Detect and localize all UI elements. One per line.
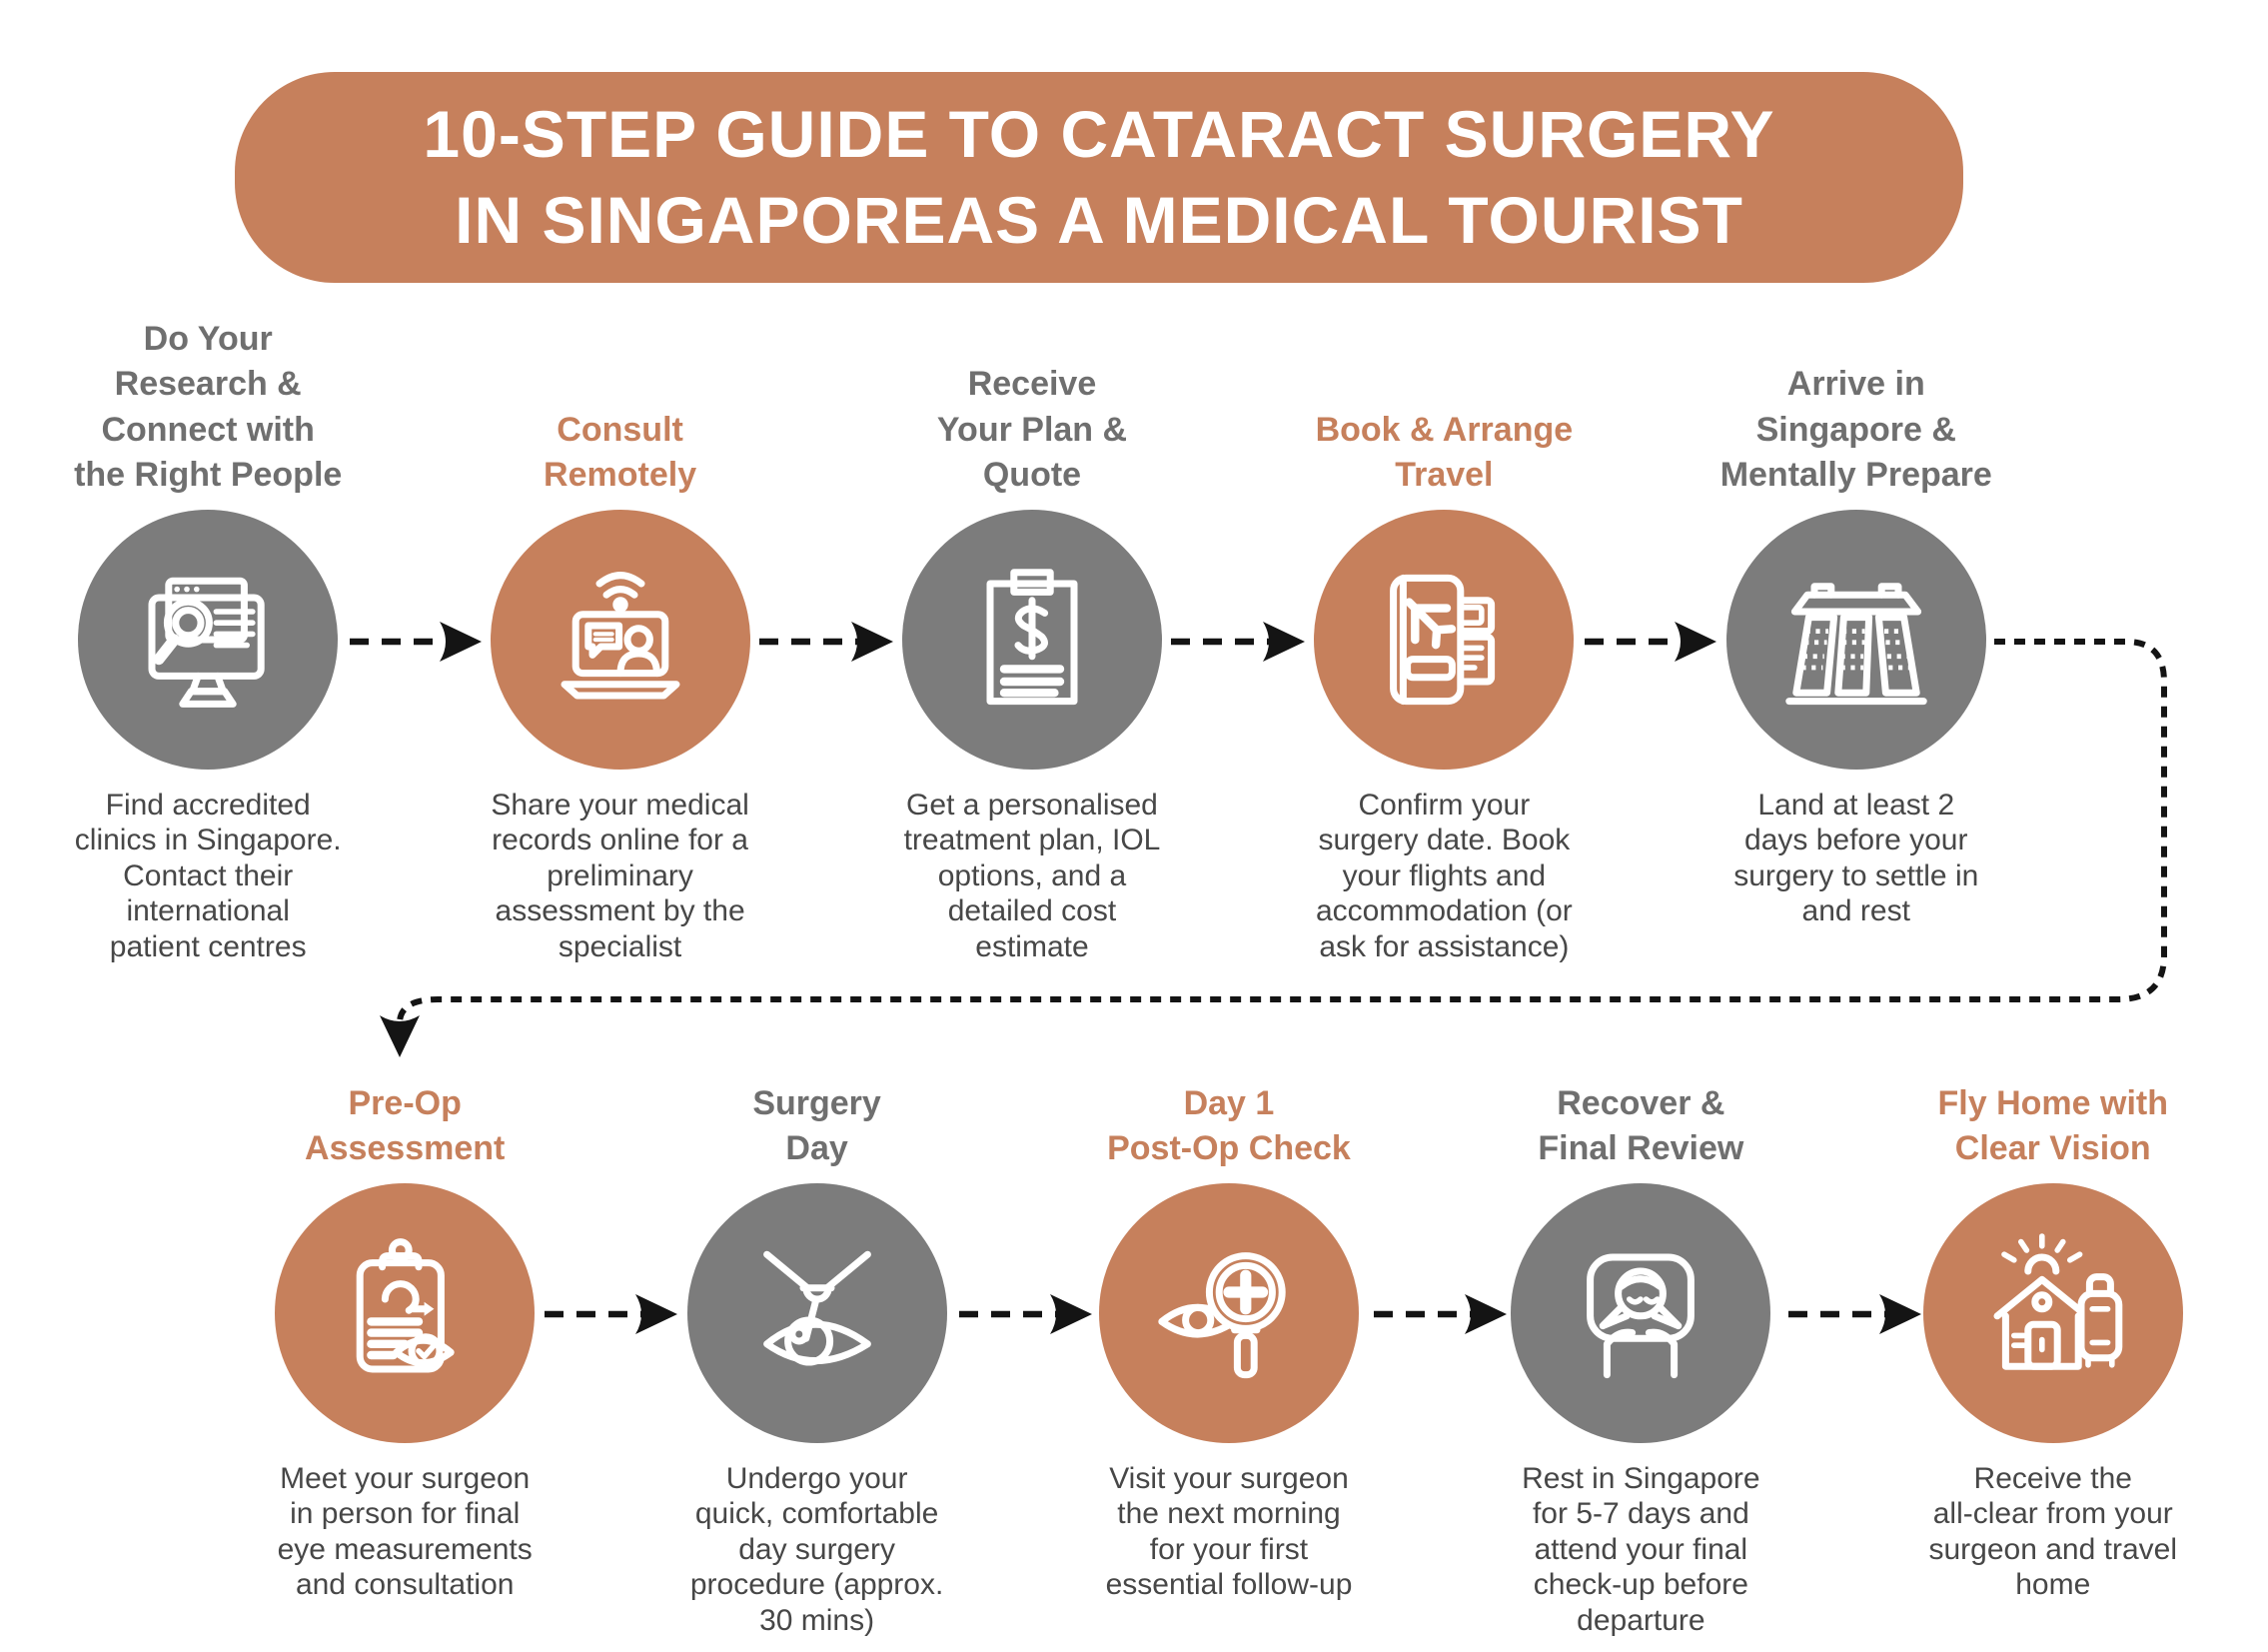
step-3-description: Get a personalised treatment plan, IOL o… xyxy=(903,789,1161,963)
title-banner: 10-STEP GUIDE TO CATARACT SURGERY IN SIN… xyxy=(235,72,1963,283)
step-3-plan-quote: Receive Your Plan & Quote Get a personal… xyxy=(826,300,1238,964)
step-10-description: Receive the all-clear from your surgeon … xyxy=(1928,1462,2178,1602)
research-monitor-icon xyxy=(148,577,265,708)
step-8-circle xyxy=(1098,1183,1359,1443)
step-6-title: Pre-Op Assessment xyxy=(305,1083,506,1167)
step-4-title: Book & Arrange Travel xyxy=(1315,410,1574,494)
step-4-circle xyxy=(1314,510,1575,770)
step-8-title: Day 1 Post-Op Check xyxy=(1107,1083,1351,1167)
passport-travel-icon xyxy=(1390,574,1496,706)
step-8-description: Visit your surgeon the next morning for … xyxy=(1105,1462,1353,1602)
eye-surgery-icon xyxy=(762,1250,871,1366)
step-2-description: Share your medical records online for a … xyxy=(491,789,749,963)
step-7-title: Surgery Day xyxy=(752,1083,881,1167)
step-1-title: Do Your Research & Connect with the Righ… xyxy=(74,320,343,494)
step-9-recover-review: Recover & Final Review Rest in Singapore… xyxy=(1435,1071,1846,1638)
home-luggage-icon xyxy=(1993,1233,2123,1370)
step-7-surgery-day: Surgery Day Undergo your quick, comforta… xyxy=(610,1071,1022,1638)
step-7-description: Undergo your quick, comfortable day surg… xyxy=(689,1462,944,1637)
steps-row-2: Pre-Op Assessment Meet xyxy=(199,1071,2259,1638)
step-10-fly-home: Fly Home with Clear Vision xyxy=(1847,1071,2259,1638)
step-9-description: Rest in Singapore for 5-7 days and atten… xyxy=(1522,1462,1760,1637)
step-4-description: Confirm your surgery date. Book your fli… xyxy=(1315,789,1573,963)
step-6-circle xyxy=(275,1183,536,1443)
step-4-book-travel: Book & Arrange Travel xyxy=(1238,300,1650,964)
step-5-description: Land at least 2 days before your surgery… xyxy=(1733,789,1979,928)
preop-clipboard-eye-icon xyxy=(356,1238,455,1373)
step-9-title: Recover & Final Review xyxy=(1538,1083,1744,1167)
step-2-consult-remotely: Consult Remotely Share xyxy=(414,300,825,964)
rest-recover-icon xyxy=(1587,1253,1696,1379)
step-1-research: Do Your Research & Connect with the Righ… xyxy=(2,300,414,964)
marina-bay-sands-icon xyxy=(1785,583,1927,706)
step-9-circle xyxy=(1511,1183,1771,1443)
step-1-circle xyxy=(78,510,339,770)
step-3-title: Receive Your Plan & Quote xyxy=(936,365,1128,494)
step-8-postop-check: Day 1 Post-Op Check Visit your surgeon t… xyxy=(1023,1071,1435,1638)
step-5-arrive-singapore: Arrive in Singapore & Mentally Prepare xyxy=(1651,300,2062,964)
step-1-description: Find accredited clinics in Singapore. Co… xyxy=(74,789,342,963)
step-10-circle xyxy=(1922,1183,2183,1443)
step-2-circle xyxy=(490,510,750,770)
steps-row-1: Do Your Research & Connect with the Righ… xyxy=(2,300,2062,964)
step-7-circle xyxy=(686,1183,947,1443)
step-6-description: Meet your surgeon in person for final ey… xyxy=(277,1462,533,1602)
eye-checkup-magnifier-icon xyxy=(1158,1252,1286,1379)
step-6-preop-assessment: Pre-Op Assessment Meet xyxy=(199,1071,610,1638)
step-5-circle xyxy=(1725,510,1986,770)
step-2-title: Consult Remotely xyxy=(544,410,697,494)
step-10-title: Fly Home with Clear Vision xyxy=(1937,1083,2168,1167)
step-5-title: Arrive in Singapore & Mentally Prepare xyxy=(1719,365,1992,494)
title-line-1: 10-STEP GUIDE TO CATARACT SURGERY xyxy=(423,96,1775,171)
step-3-circle xyxy=(901,510,1162,770)
cost-plan-clipboard-icon xyxy=(986,569,1078,706)
remote-consult-icon xyxy=(561,572,680,700)
title-line-2: IN SINGAPOREAS A MEDICAL TOURIST xyxy=(455,182,1743,257)
